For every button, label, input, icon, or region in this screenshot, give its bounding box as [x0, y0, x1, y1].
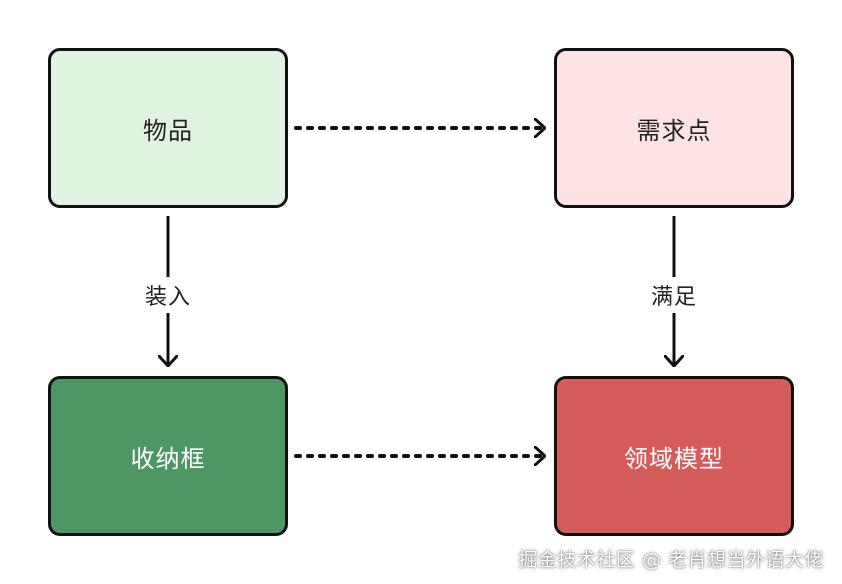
edge-label-satisfy: 满足	[646, 277, 702, 313]
node-items: 物品	[48, 48, 288, 208]
node-domain-model: 领域模型	[554, 376, 794, 536]
node-storage-box: 收纳框	[48, 376, 288, 536]
watermark: 掘金技术社区 @ 老肖想当外语大佬	[518, 549, 824, 571]
edge-label-load: 装入	[140, 277, 196, 313]
node-needs: 需求点	[554, 48, 794, 208]
